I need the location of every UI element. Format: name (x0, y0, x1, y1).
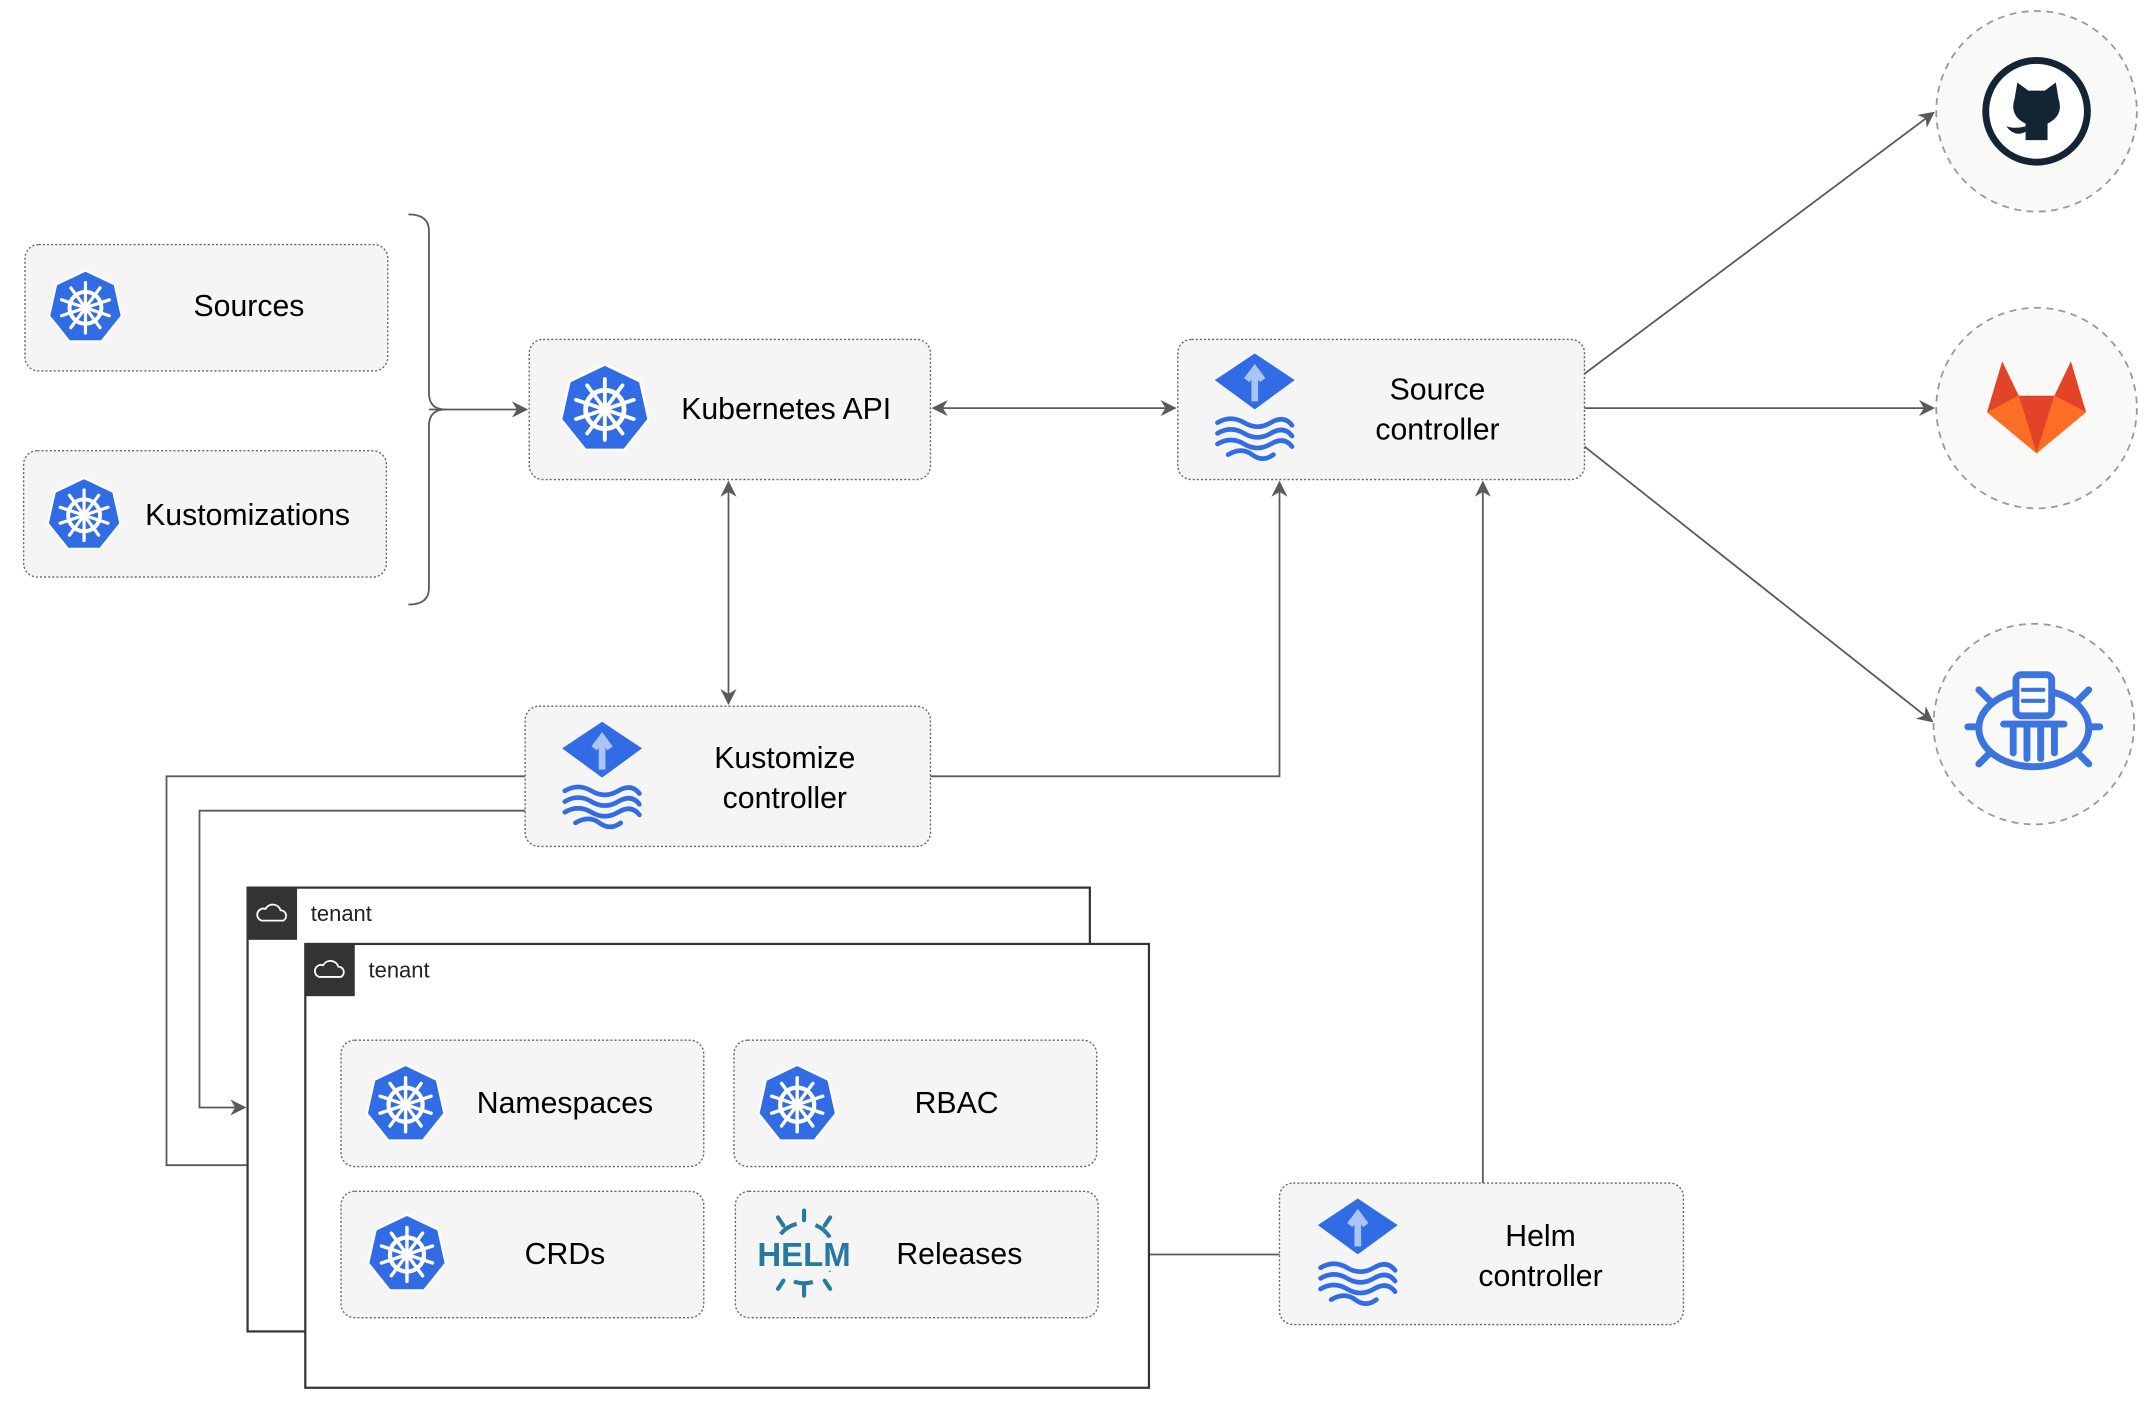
github-node[interactable] (1935, 10, 2138, 213)
node-kustomize-controller[interactable]: Kustomize controller (524, 705, 932, 848)
node-releases[interactable]: HELM Releases (734, 1190, 1099, 1319)
edge-source-to-github (1583, 111, 1935, 375)
cloud-icon (314, 960, 345, 978)
node-label-line-1: Helm (1505, 1220, 1576, 1253)
gitlab-node[interactable] (1935, 306, 2138, 510)
edge-source-to-bucket (1583, 445, 1934, 723)
node-label: Namespaces (477, 1087, 653, 1120)
cloud-icon-bg (247, 887, 298, 940)
node-kustomizations[interactable]: Kustomizations (22, 449, 388, 578)
node-sources[interactable]: Sources (24, 243, 389, 372)
node-label-line-2: controller (1375, 414, 1499, 447)
edge-kustomize-to-tenant-1 (198, 809, 526, 1116)
tenant-label: tenant (311, 901, 372, 926)
bucket-icon (1964, 671, 2104, 771)
node-label: Kubernetes API (681, 393, 891, 426)
sources-brace (408, 213, 446, 606)
node-helm-controller[interactable]: Helm controller (1278, 1182, 1685, 1326)
bucket-node[interactable] (1932, 622, 2136, 826)
node-label: RBAC (915, 1087, 999, 1120)
node-label: Releases (896, 1238, 1022, 1271)
node-source-controller[interactable]: Source controller (1177, 338, 1586, 481)
node-kubernetes-api[interactable]: Kubernetes API (528, 338, 932, 481)
node-label: CRDs (525, 1238, 606, 1271)
cloud-icon (256, 903, 288, 922)
node-crds[interactable]: CRDs (340, 1190, 705, 1319)
tenant-label: tenant (369, 958, 430, 983)
node-label-line-1: Kustomize (714, 742, 855, 775)
github-icon (1982, 57, 2091, 166)
node-label: Kustomizations (145, 499, 350, 532)
helm-icon: HELM (757, 1208, 851, 1298)
node-namespaces[interactable]: Namespaces (340, 1039, 705, 1168)
cloud-icon-bg (305, 943, 355, 997)
node-rbac[interactable]: RBAC (733, 1039, 1098, 1168)
node-label-line-2: controller (723, 782, 847, 815)
node-label: Sources (194, 290, 305, 323)
edge-kustomize-to-tenant-2 (165, 775, 526, 1174)
node-label-line-2: controller (1478, 1260, 1602, 1293)
gitlab-icon (1987, 361, 2087, 454)
svg-text:HELM: HELM (757, 1236, 850, 1273)
node-label-line-1: Source (1390, 374, 1486, 407)
edge-kustomize-to-source (930, 480, 1288, 778)
